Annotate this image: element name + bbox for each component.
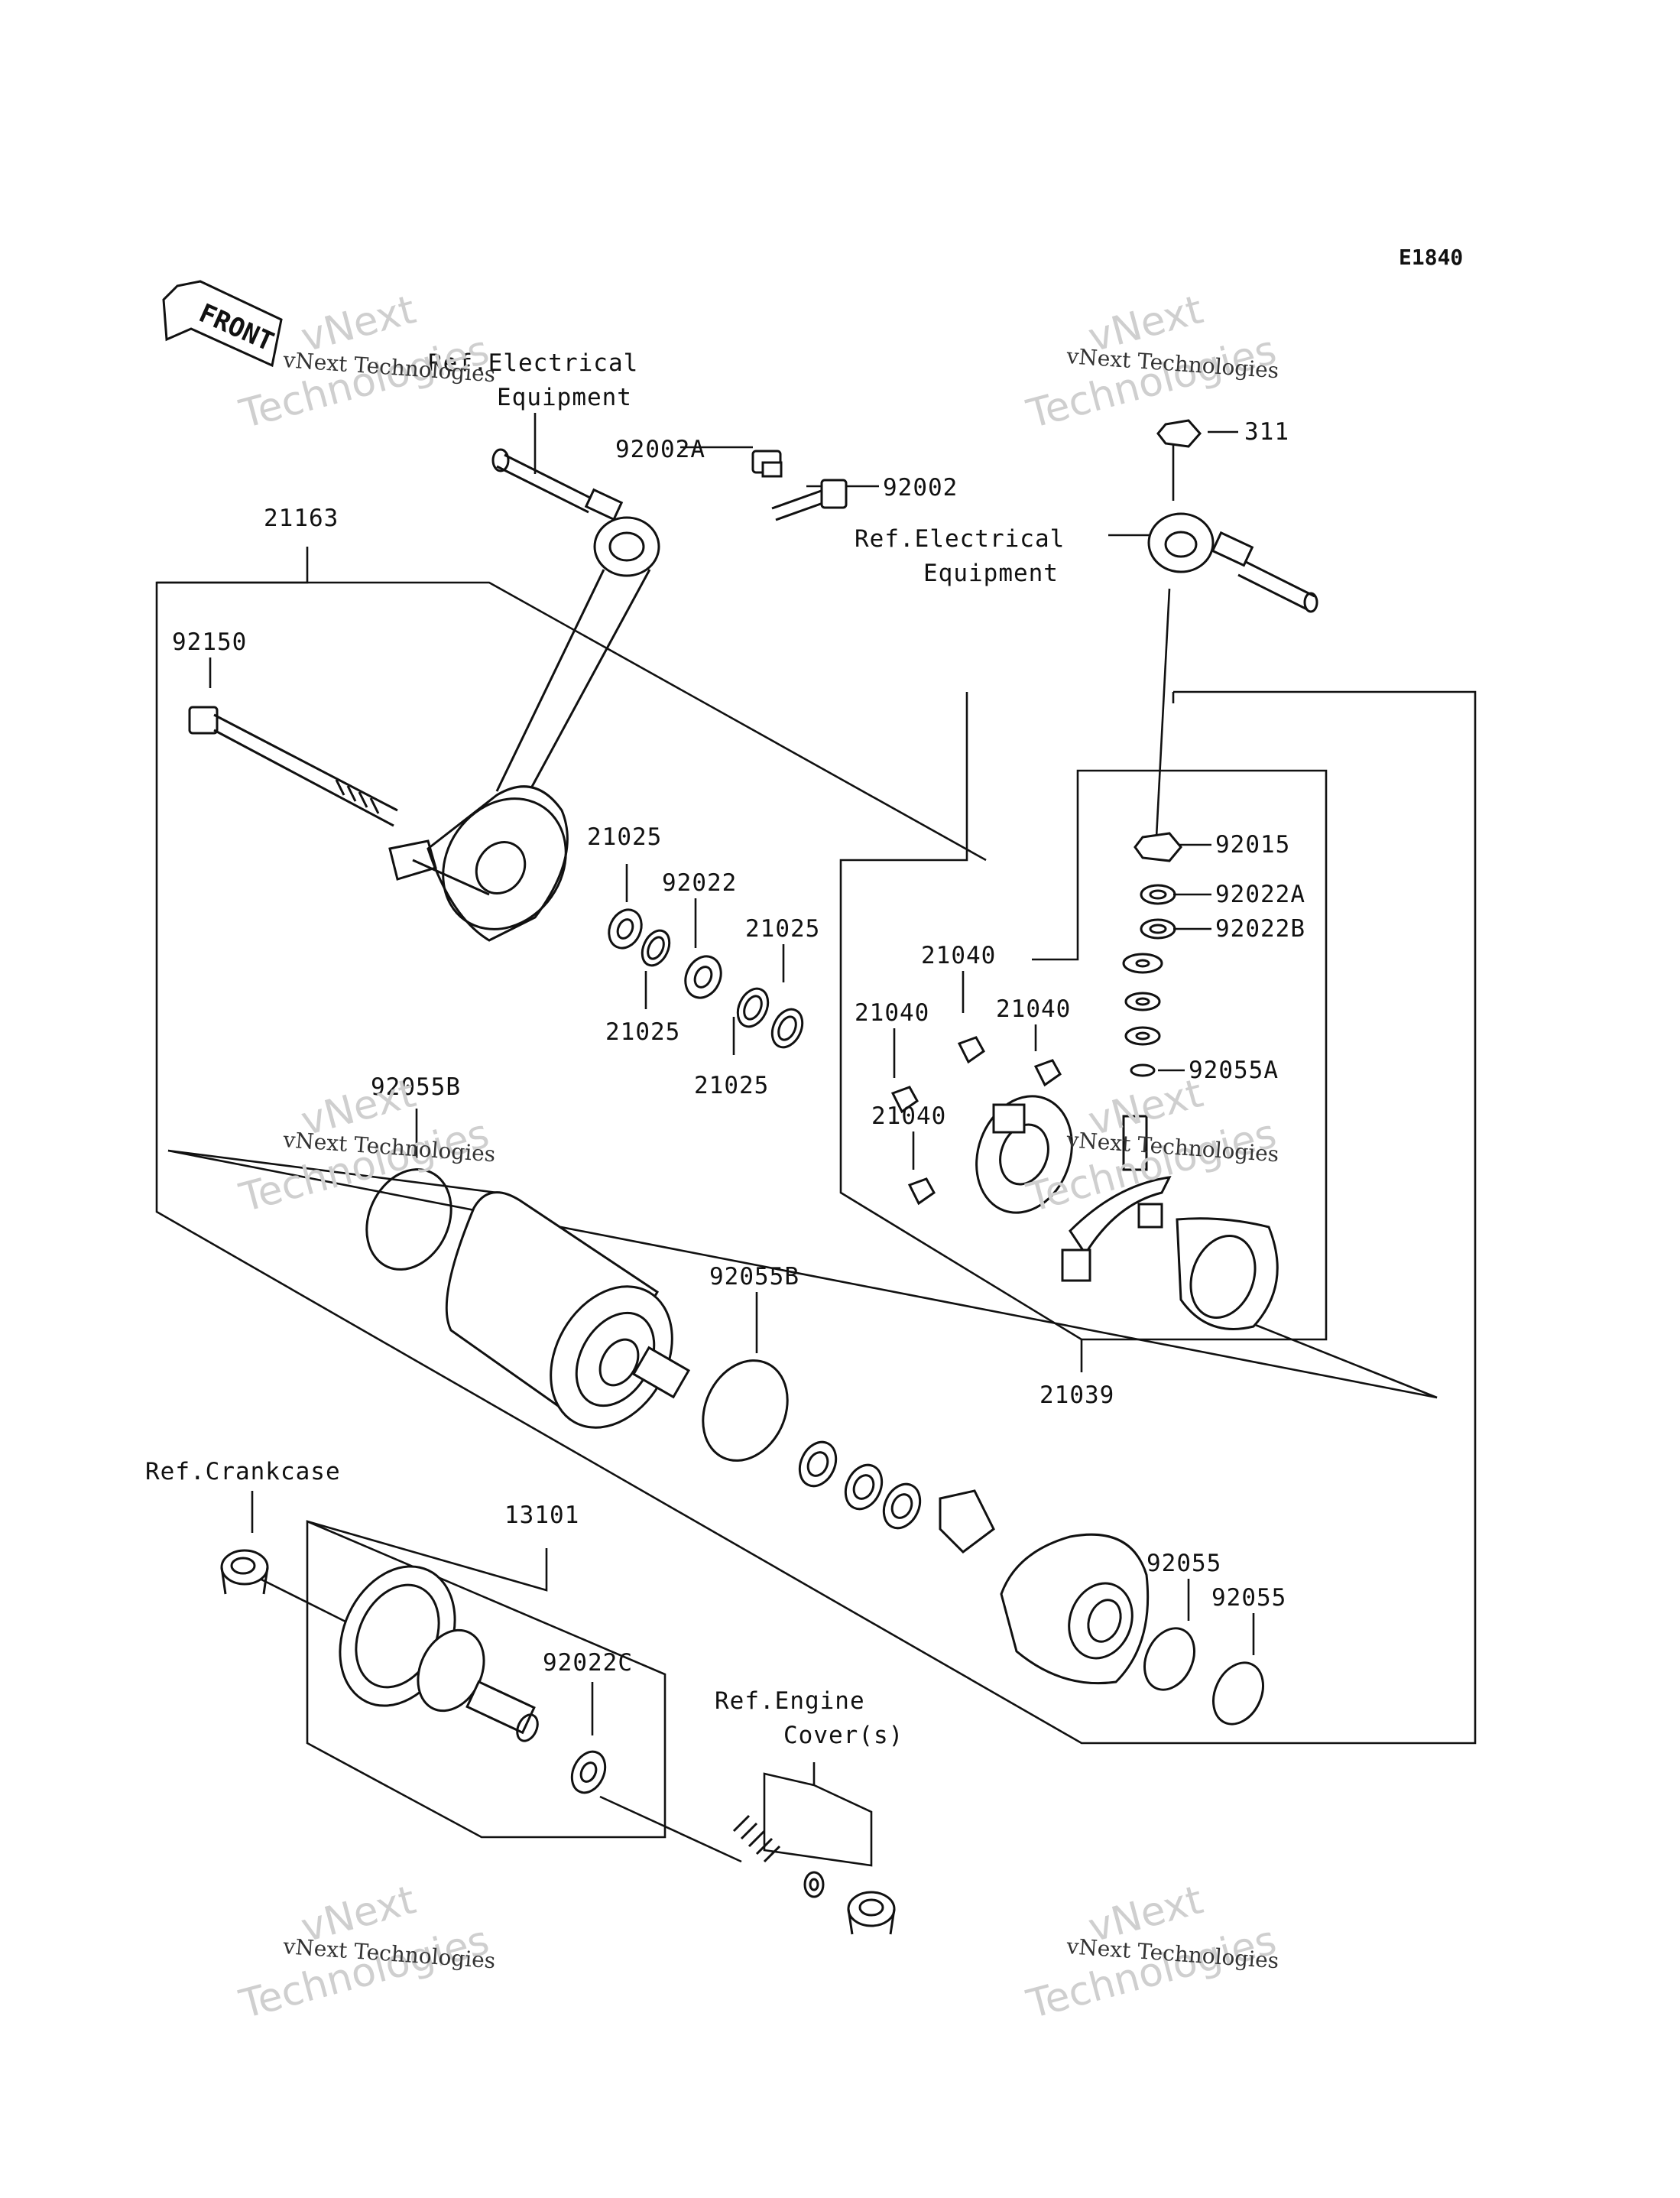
o-ring-92055b-left <box>365 1168 452 1271</box>
crankcase-bushing <box>220 1549 269 1595</box>
starter-yoke-armature <box>445 1191 691 1429</box>
label-21040-b: 21040 <box>855 999 929 1027</box>
label-92022c: 92022C <box>543 1649 633 1677</box>
shaft-washers <box>798 1440 995 1554</box>
parts <box>188 419 1318 1935</box>
label-311: 311 <box>1244 418 1289 446</box>
label-13101: 13101 <box>504 1502 579 1529</box>
bolt-92002 <box>771 479 848 521</box>
washer-92022c <box>570 1750 607 1794</box>
bolt-92150 <box>188 706 398 827</box>
brush-21040-d <box>907 1177 936 1206</box>
label-21040-d: 21040 <box>871 1102 946 1130</box>
label-92002: 92002 <box>883 474 958 502</box>
terminal-nut-washers <box>1122 832 1182 1077</box>
label-ref-electrical-1-line2: Equipment <box>497 384 632 411</box>
label-92002a: 92002A <box>615 436 705 463</box>
label-ref-electrical-2-line2: Equipment <box>923 560 1059 587</box>
starter-front-cover <box>388 785 569 942</box>
brush-21040-a <box>957 1036 985 1064</box>
diagram-code: E1840 <box>1399 245 1463 270</box>
label-21040-a: 21040 <box>921 942 996 969</box>
label-ref-electrical-2-line1: Ref.Electrical <box>855 525 1065 553</box>
label-92015: 92015 <box>1215 831 1290 859</box>
label-21039: 21039 <box>1039 1381 1114 1409</box>
starter-cable-left <box>491 448 660 796</box>
label-92055-b: 92055 <box>1211 1584 1286 1612</box>
bolt-92002a <box>751 450 783 478</box>
watermark-top-right: vNext Technologies vNext Technologies <box>1022 287 1281 438</box>
watermark-bottom-left: vNext Technologies vNext Technologies <box>235 1877 496 2028</box>
label-21040-c: 21040 <box>996 995 1071 1023</box>
front-arrow-icon: FRONT <box>162 280 283 368</box>
watermark-bottom-right: vNext Technologies vNext Technologies <box>1022 1877 1281 2028</box>
label-92055b-b: 92055B <box>709 1263 799 1291</box>
washers-21025-group <box>608 908 804 1049</box>
o-ring-92055b-right <box>702 1359 789 1462</box>
brush-21040-b <box>890 1086 919 1114</box>
starter-clutch-13101 <box>339 1565 539 1742</box>
label-ref-engine-cover-line2: Cover(s) <box>783 1722 903 1749</box>
o-ring-92055-b <box>1212 1661 1264 1726</box>
label-92022b: 92022B <box>1215 915 1305 943</box>
brush-holder-assembly <box>975 1095 1279 1330</box>
starter-end-cover <box>1000 1533 1150 1685</box>
brush-21040-c <box>1033 1059 1062 1087</box>
label-21025-b: 21025 <box>745 915 820 943</box>
label-21025-d: 21025 <box>694 1072 769 1099</box>
starter-cable-right <box>1147 419 1318 613</box>
label-ref-engine-cover-line1: Ref.Engine <box>715 1687 865 1715</box>
label-21025-c: 21025 <box>605 1018 680 1046</box>
label-92022a: 92022A <box>1215 881 1305 908</box>
label-ref-crankcase: Ref.Crankcase <box>145 1458 341 1485</box>
label-ref-electrical-1-line1: Ref.Electrical <box>428 349 638 377</box>
label-92022: 92022 <box>662 869 737 897</box>
label-92055b-a: 92055B <box>371 1073 461 1101</box>
label-21163: 21163 <box>264 505 339 532</box>
engine-cover-spring-bushing <box>732 1814 896 1935</box>
label-92055-a: 92055 <box>1146 1550 1221 1577</box>
watermarks: vNext Technologies vNext Technologies vN… <box>235 287 1281 2028</box>
label-92055a: 92055A <box>1189 1057 1279 1084</box>
label-21025-a: 21025 <box>587 823 662 851</box>
part-labels: Ref.Electrical Equipment Ref.Electrical … <box>145 349 1305 1749</box>
o-ring-92055-a <box>1143 1627 1195 1691</box>
label-92150: 92150 <box>172 628 247 656</box>
